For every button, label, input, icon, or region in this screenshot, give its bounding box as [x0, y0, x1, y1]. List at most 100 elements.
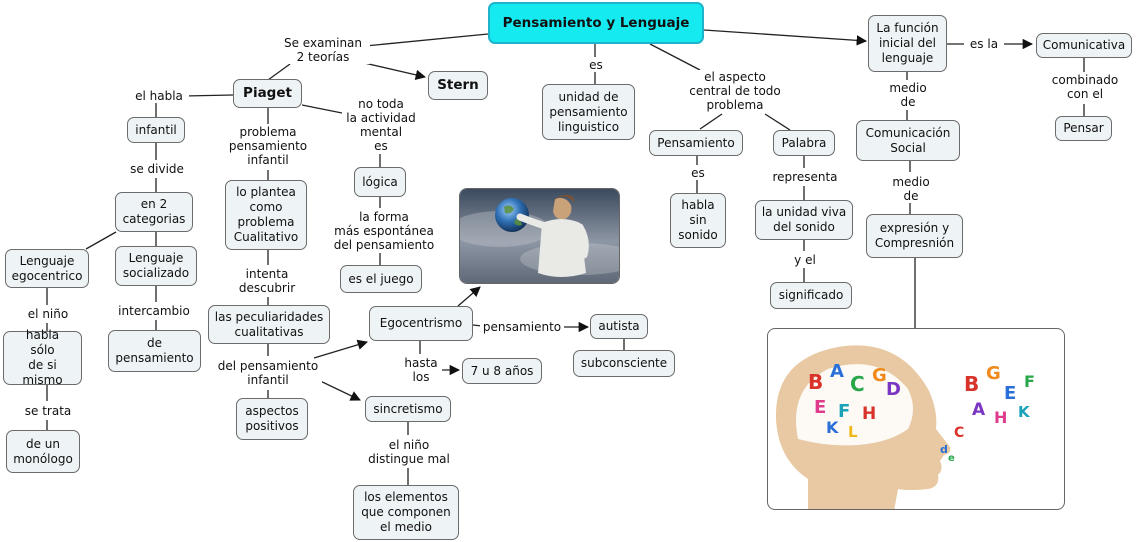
- svg-text:H: H: [862, 404, 876, 424]
- logica-label: lógica: [362, 174, 398, 189]
- comunicativa-node[interactable]: Comunicativa: [1036, 33, 1132, 58]
- categorias-label: en 2 categorias: [122, 197, 186, 226]
- label-la-forma: la forma más espontánea del pensamiento: [330, 210, 438, 252]
- infantil-label: infantil: [135, 122, 177, 137]
- svg-text:B: B: [808, 370, 823, 394]
- habla-solo-label: habla sólo de si mismo: [22, 328, 63, 387]
- habla-solo-node[interactable]: habla sólo de si mismo: [3, 328, 82, 387]
- label-el-habla: el habla: [129, 89, 189, 103]
- svg-text:d: d: [940, 443, 948, 456]
- svg-text:K: K: [1018, 403, 1031, 421]
- svg-text:D: D: [886, 379, 901, 400]
- unidad-pensamiento-label: unidad de pensamiento linguistico: [549, 89, 628, 134]
- egocentrismo-node[interactable]: Egocentrismo: [369, 306, 473, 341]
- significado-label: significado: [778, 288, 844, 302]
- comunicativa-label: Comunicativa: [1042, 38, 1126, 52]
- label-se-divide: se divide: [124, 162, 190, 176]
- svg-text:B: B: [964, 372, 979, 396]
- pensamiento-label: Pensamiento: [657, 135, 735, 150]
- de-pensamiento-node[interactable]: de pensamiento: [108, 330, 201, 372]
- funcion-inicial-label: La función inicial del lenguaje: [876, 21, 939, 65]
- expresion-label: expresión y Compresnión: [874, 221, 955, 250]
- pensamiento-node[interactable]: Pensamiento: [649, 130, 743, 156]
- svg-text:C: C: [954, 425, 964, 441]
- sincretismo-label: sincretismo: [373, 401, 443, 416]
- svg-text:C: C: [850, 372, 865, 396]
- pensar-label: Pensar: [1063, 121, 1104, 135]
- siete-ocho-anos-label: 7 u 8 años: [470, 363, 534, 378]
- root-topic-node[interactable]: Pensamiento y Lenguaje: [488, 2, 704, 44]
- autista-node[interactable]: autista: [590, 314, 648, 339]
- child-globe-image: [459, 188, 620, 284]
- stern-label: Stern: [437, 77, 479, 93]
- head-letters-image: B A C G D E F H K L B G E F A H K C d e: [767, 328, 1065, 510]
- piaget-label: Piaget: [243, 85, 292, 101]
- label-problema: problema pensamiento infantil: [225, 125, 311, 167]
- svg-text:H: H: [994, 408, 1007, 427]
- problema-cualitativo-label: lo plantea como problema Cualitativo: [233, 185, 299, 244]
- juego-node[interactable]: es el juego: [340, 265, 422, 293]
- label-el-nino: el niño: [22, 307, 74, 321]
- label-hasta-los: hasta los: [400, 356, 442, 384]
- svg-text:K: K: [826, 418, 839, 437]
- label-pensamiento: pensamiento: [480, 320, 564, 334]
- sincretismo-node[interactable]: sincretismo: [365, 396, 451, 422]
- habla-sin-sonido-node[interactable]: habla sin sonido: [670, 193, 726, 248]
- lenguaje-socializado-node[interactable]: Lenguaje socializado: [115, 246, 197, 286]
- label-intenta: intenta descubrir: [232, 267, 302, 295]
- svg-text:F: F: [838, 401, 850, 422]
- siete-ocho-anos-node[interactable]: 7 u 8 años: [462, 358, 542, 384]
- de-pensamiento-label: de pensamiento: [115, 336, 194, 365]
- svg-text:G: G: [986, 363, 1001, 384]
- svg-text:F: F: [1024, 372, 1035, 391]
- unidad-pensamiento-node[interactable]: unidad de pensamiento linguistico: [542, 84, 635, 140]
- svg-text:A: A: [972, 400, 986, 420]
- monologo-node[interactable]: de un monólogo: [6, 430, 80, 473]
- pensar-node[interactable]: Pensar: [1055, 116, 1112, 141]
- label-se-trata: se trata: [16, 404, 80, 418]
- label-es: es: [584, 58, 608, 72]
- logica-node[interactable]: lógica: [354, 167, 406, 197]
- funcion-inicial-node[interactable]: La función inicial del lenguaje: [868, 15, 947, 72]
- svg-text:G: G: [872, 365, 887, 386]
- label-distingue-mal: el niño distingue mal: [362, 438, 456, 466]
- juego-label: es el juego: [348, 271, 414, 286]
- expresion-node[interactable]: expresión y Compresnión: [866, 214, 963, 258]
- peculiaridades-label: las peculiaridades cualitativas: [214, 309, 324, 339]
- label-del-pensamiento: del pensamiento infantil: [214, 359, 322, 387]
- lenguaje-socializado-label: Lenguaje socializado: [122, 251, 190, 280]
- categorias-node[interactable]: en 2 categorias: [115, 192, 193, 232]
- comunicacion-social-label: Comunicación Social: [865, 125, 951, 155]
- infantil-node[interactable]: infantil: [127, 117, 185, 143]
- autista-label: autista: [598, 319, 640, 333]
- svg-text:E: E: [814, 397, 826, 418]
- habla-sin-sonido-label: habla sin sonido: [678, 198, 718, 242]
- peculiaridades-node[interactable]: las peculiaridades cualitativas: [208, 305, 330, 344]
- comunicacion-social-node[interactable]: Comunicación Social: [856, 120, 960, 161]
- stern-node[interactable]: Stern: [428, 71, 488, 100]
- svg-text:L: L: [848, 423, 858, 441]
- label-combinado: combinado con el: [1048, 73, 1122, 101]
- unidad-viva-node[interactable]: la unidad viva del sonido: [755, 200, 853, 240]
- label-medio-de: medio de: [885, 81, 931, 109]
- elementos-medio-node[interactable]: los elementos que componen el medio: [353, 485, 459, 540]
- unidad-viva-label: la unidad viva del sonido: [761, 205, 847, 234]
- aspectos-positivos-node[interactable]: aspectos positivos: [236, 398, 308, 440]
- problema-cualitativo-node[interactable]: lo plantea como problema Cualitativo: [225, 180, 307, 250]
- root-topic-label: Pensamiento y Lenguaje: [502, 14, 690, 31]
- label-y-el: y el: [788, 253, 822, 267]
- lenguaje-egocentrico-node[interactable]: Lenguaje egocentrico: [5, 249, 89, 288]
- label-se-examinan: Se examinan 2 teorías: [276, 36, 370, 64]
- significado-node[interactable]: significado: [770, 282, 852, 309]
- egocentrismo-label: Egocentrismo: [379, 316, 463, 330]
- piaget-node[interactable]: Piaget: [233, 79, 302, 108]
- subconsciente-node[interactable]: subconsciente: [573, 350, 675, 377]
- label-es-la: es la: [964, 37, 1004, 51]
- label-es-2: es: [686, 166, 710, 180]
- subconsciente-label: subconsciente: [580, 356, 668, 370]
- label-representa: representa: [768, 170, 842, 184]
- svg-text:A: A: [830, 361, 844, 382]
- svg-text:E: E: [1004, 383, 1016, 404]
- label-medio-de-2: medio de: [888, 175, 934, 203]
- palabra-node[interactable]: Palabra: [773, 130, 835, 156]
